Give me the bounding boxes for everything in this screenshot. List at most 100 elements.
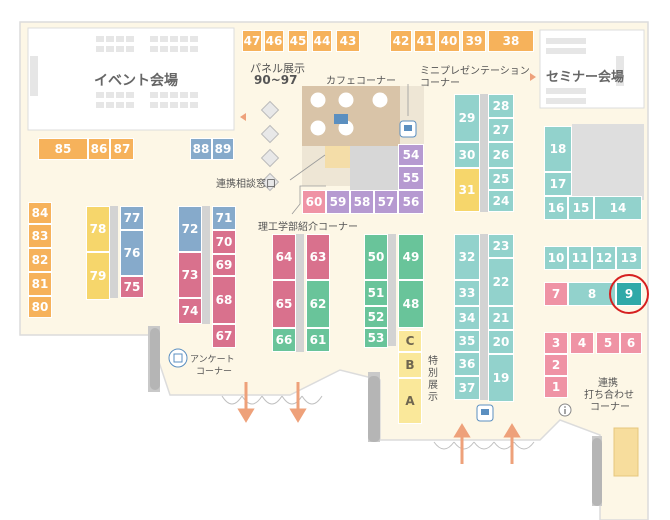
booth-63[interactable]: 63 xyxy=(306,234,330,280)
booth-44[interactable]: 44 xyxy=(312,30,332,52)
booth-54[interactable]: 54 xyxy=(398,144,424,166)
booth-38[interactable]: 38 xyxy=(488,30,534,52)
booth-61[interactable]: 61 xyxy=(306,328,330,352)
booth-81[interactable]: 81 xyxy=(28,272,52,296)
booth-42[interactable]: 42 xyxy=(390,30,412,52)
booth-73[interactable]: 73 xyxy=(178,252,202,298)
booth-40[interactable]: 40 xyxy=(438,30,460,52)
booth-10[interactable]: 10 xyxy=(544,246,568,270)
divider xyxy=(388,234,396,346)
booth-64[interactable]: 64 xyxy=(272,234,296,280)
booth-8[interactable]: 8 xyxy=(568,282,616,306)
booth-33[interactable]: 33 xyxy=(454,280,480,306)
booth-56[interactable]: 56 xyxy=(398,190,424,214)
booth-79[interactable]: 79 xyxy=(86,252,110,300)
divider xyxy=(296,234,304,352)
booth-59[interactable]: 59 xyxy=(326,190,350,214)
booth-53[interactable]: 53 xyxy=(364,328,388,348)
highlight-circle xyxy=(609,274,649,314)
booth-27[interactable]: 27 xyxy=(488,118,514,142)
booth-74[interactable]: 74 xyxy=(178,298,202,324)
booth-39[interactable]: 39 xyxy=(462,30,486,52)
meeting-corner-label-1: 連携 xyxy=(598,378,618,389)
booth-62[interactable]: 62 xyxy=(306,280,330,328)
booth-77[interactable]: 77 xyxy=(120,206,144,230)
booth-85[interactable]: 85 xyxy=(38,138,88,160)
booth-18[interactable]: 18 xyxy=(544,126,572,172)
booth-84[interactable]: 84 xyxy=(28,202,52,224)
cafe-corner-label: カフェコーナー xyxy=(326,76,396,87)
booth-82[interactable]: 82 xyxy=(28,248,52,272)
booth-47[interactable]: 47 xyxy=(242,30,262,52)
booth-49[interactable]: 49 xyxy=(398,234,424,280)
booth-60[interactable]: 60 xyxy=(302,190,326,214)
booth-9[interactable]: 9 xyxy=(616,282,642,306)
booth-20[interactable]: 20 xyxy=(488,330,514,354)
booth-26[interactable]: 26 xyxy=(488,142,514,168)
booth-55[interactable]: 55 xyxy=(398,166,424,190)
booth-71[interactable]: 71 xyxy=(212,206,236,230)
booth-37[interactable]: 37 xyxy=(454,376,480,400)
booth-12[interactable]: 12 xyxy=(592,246,616,270)
booth-28[interactable]: 28 xyxy=(488,94,514,118)
booth-30[interactable]: 30 xyxy=(454,142,480,168)
booth-68[interactable]: 68 xyxy=(212,276,236,324)
booth-89[interactable]: 89 xyxy=(212,138,234,160)
booth-c[interactable]: C xyxy=(398,330,422,352)
booth-88[interactable]: 88 xyxy=(190,138,212,160)
booth-86[interactable]: 86 xyxy=(88,138,110,160)
booth-75[interactable]: 75 xyxy=(120,276,144,298)
booth-a[interactable]: A xyxy=(398,378,422,424)
booth-45[interactable]: 45 xyxy=(288,30,308,52)
booth-36[interactable]: 36 xyxy=(454,352,480,376)
booth-51[interactable]: 51 xyxy=(364,280,388,306)
booth-43[interactable]: 43 xyxy=(336,30,360,52)
booth-21[interactable]: 21 xyxy=(488,306,514,330)
booth-52[interactable]: 52 xyxy=(364,306,388,328)
booth-46[interactable]: 46 xyxy=(264,30,284,52)
booth-2[interactable]: 2 xyxy=(544,354,568,376)
booth-34[interactable]: 34 xyxy=(454,306,480,330)
booth-1[interactable]: 1 xyxy=(544,376,568,398)
booth-83[interactable]: 83 xyxy=(28,224,52,248)
booth-16[interactable]: 16 xyxy=(544,196,568,220)
divider xyxy=(480,234,488,400)
booth-19[interactable]: 19 xyxy=(488,354,514,402)
booth-48[interactable]: 48 xyxy=(398,280,424,328)
booth-67[interactable]: 67 xyxy=(212,324,236,348)
booth-69[interactable]: 69 xyxy=(212,254,236,276)
survey-icon xyxy=(168,348,188,368)
booth-15[interactable]: 15 xyxy=(568,196,594,220)
booth-7[interactable]: 7 xyxy=(544,282,568,306)
booth-4[interactable]: 4 xyxy=(570,332,594,354)
booth-11[interactable]: 11 xyxy=(568,246,592,270)
booth-58[interactable]: 58 xyxy=(350,190,374,214)
booth-29[interactable]: 29 xyxy=(454,94,480,142)
booth-35[interactable]: 35 xyxy=(454,330,480,352)
booth-72[interactable]: 72 xyxy=(178,206,202,252)
booth-65[interactable]: 65 xyxy=(272,280,296,328)
booth-76[interactable]: 76 xyxy=(120,230,144,276)
booth-50[interactable]: 50 xyxy=(364,234,388,280)
booth-32[interactable]: 32 xyxy=(454,234,480,280)
booth-24[interactable]: 24 xyxy=(488,190,514,212)
booth-31[interactable]: 31 xyxy=(454,168,480,212)
booth-70[interactable]: 70 xyxy=(212,230,236,254)
booth-87[interactable]: 87 xyxy=(110,138,134,160)
booth-14[interactable]: 14 xyxy=(594,196,642,220)
booth-57[interactable]: 57 xyxy=(374,190,398,214)
booth-78[interactable]: 78 xyxy=(86,206,110,252)
booth-13[interactable]: 13 xyxy=(616,246,642,270)
booth-6[interactable]: 6 xyxy=(620,332,642,354)
booth-66[interactable]: 66 xyxy=(272,328,296,352)
booth-80[interactable]: 80 xyxy=(28,296,52,318)
booth-25[interactable]: 25 xyxy=(488,168,514,190)
booth-22[interactable]: 22 xyxy=(488,258,514,306)
booth-3[interactable]: 3 xyxy=(544,332,568,354)
booth-5[interactable]: 5 xyxy=(596,332,620,354)
booth-41[interactable]: 41 xyxy=(414,30,436,52)
booth-b[interactable]: B xyxy=(398,352,422,378)
booth-17[interactable]: 17 xyxy=(544,172,572,196)
presentation-icon xyxy=(476,404,494,422)
booth-23[interactable]: 23 xyxy=(488,234,514,258)
